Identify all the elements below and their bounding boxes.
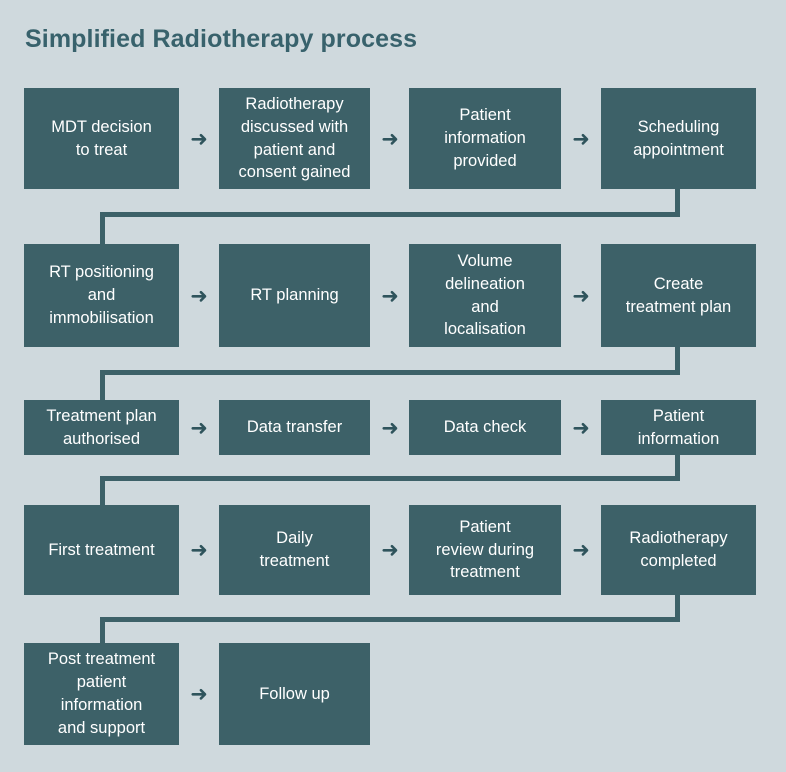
connector-r3-horizontal (100, 476, 680, 481)
connector-r1-down (675, 188, 680, 217)
connector-r4-horizontal (100, 617, 680, 622)
arrow-icon-r5-1: ➜ (190, 682, 208, 706)
node-rt-planning[interactable]: RT planning (219, 244, 370, 347)
node-label: Data transfer (246, 418, 343, 437)
arrow-icon-r1-2: ➜ (381, 127, 399, 151)
connector-r3-up (100, 370, 105, 401)
connector-r3-down (675, 455, 680, 481)
arrow-icon-r4-2: ➜ (381, 538, 399, 562)
connector-r2-up (100, 212, 105, 245)
node-label: Data check (443, 418, 527, 437)
arrow-icon-r1-3: ➜ (572, 127, 590, 151)
node-label: First treatment (48, 540, 155, 559)
arrow-icon-r3-2: ➜ (381, 416, 399, 440)
arrow-icon-r2-2: ➜ (381, 284, 399, 308)
connector-r1-horizontal (100, 212, 680, 217)
node-follow-up[interactable]: Follow up (219, 643, 370, 745)
node-label: RT planning (250, 286, 339, 305)
arrow-icon-r3-3: ➜ (572, 416, 590, 440)
arrow-icon-r4-1: ➜ (190, 538, 208, 562)
arrow-icon-r1-1: ➜ (190, 127, 208, 151)
arrow-icon-r2-1: ➜ (190, 284, 208, 308)
connector-r2-horizontal (100, 370, 680, 375)
connector-r2-down (675, 347, 680, 375)
node-data-transfer[interactable]: Data transfer (219, 400, 370, 455)
arrow-icon-r3-1: ➜ (190, 416, 208, 440)
page-title: Simplified Radiotherapy process (25, 25, 418, 53)
connector-r4-down (675, 595, 680, 622)
node-first-treatment[interactable]: First treatment (24, 505, 179, 595)
node-label: Follow up (259, 684, 330, 703)
node-data-check[interactable]: Data check (409, 400, 561, 455)
connector-r4-up (100, 476, 105, 506)
arrow-icon-r4-3: ➜ (572, 538, 590, 562)
connector-r5-up (100, 617, 105, 646)
arrow-icon-r2-3: ➜ (572, 284, 590, 308)
